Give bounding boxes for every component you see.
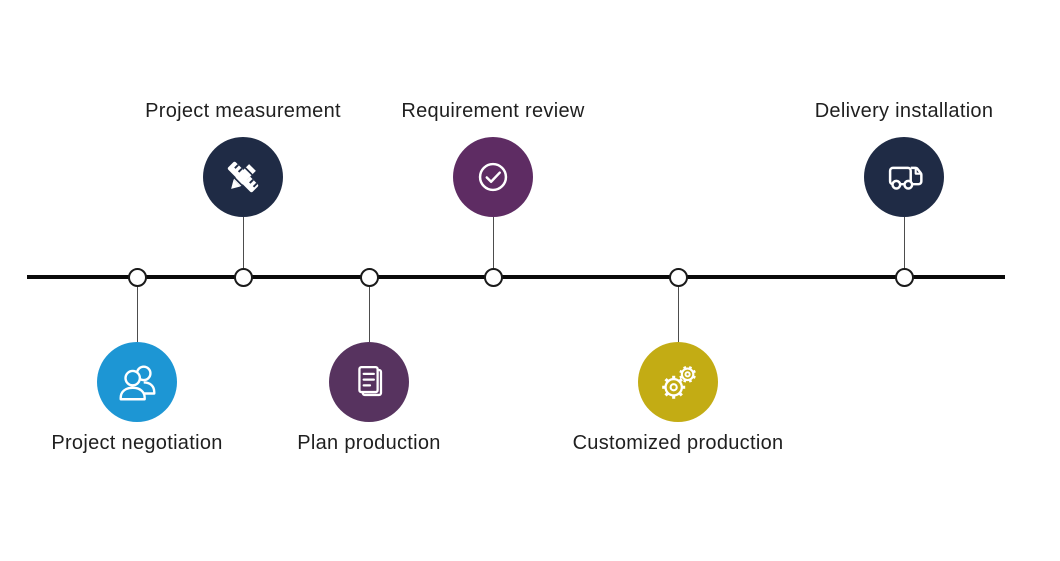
timeline-node-2 xyxy=(233,268,253,287)
connector-line xyxy=(243,217,244,268)
connector-line xyxy=(369,287,370,342)
step-label-requirement-review: Requirement review xyxy=(401,100,585,122)
gears-icon xyxy=(662,366,696,399)
connector-line xyxy=(678,287,679,342)
step-circle-requirement-review xyxy=(453,137,533,217)
timeline-node-6 xyxy=(894,268,914,287)
step-label-delivery-installation: Delivery installation xyxy=(814,100,994,122)
check-circle-icon xyxy=(478,162,508,192)
step-label-project-measurement: Project measurement xyxy=(145,100,341,122)
people-icon xyxy=(119,365,156,401)
ruler-pencil-icon xyxy=(227,161,259,193)
step-circle-delivery-installation xyxy=(864,137,944,217)
connector-line xyxy=(137,287,138,342)
step-circle-project-measurement xyxy=(203,137,283,217)
step-circle-plan-production xyxy=(329,342,409,422)
connector-line xyxy=(493,217,494,268)
timeline-axis xyxy=(27,275,1005,279)
truck-icon xyxy=(888,166,923,190)
timeline-node-4 xyxy=(483,268,503,287)
timeline-node-1 xyxy=(127,268,147,287)
step-label-project-negotiation: Project negotiation xyxy=(51,432,223,454)
step-circle-customized-production xyxy=(638,342,718,422)
step-label-customized-production: Customized production xyxy=(572,432,784,454)
step-circle-project-negotiation xyxy=(97,342,177,422)
document-icon xyxy=(358,365,383,397)
step-label-plan-production: Plan production xyxy=(297,432,441,454)
connector-line xyxy=(904,217,905,268)
timeline-node-3 xyxy=(359,268,379,287)
timeline-node-5 xyxy=(668,268,688,287)
